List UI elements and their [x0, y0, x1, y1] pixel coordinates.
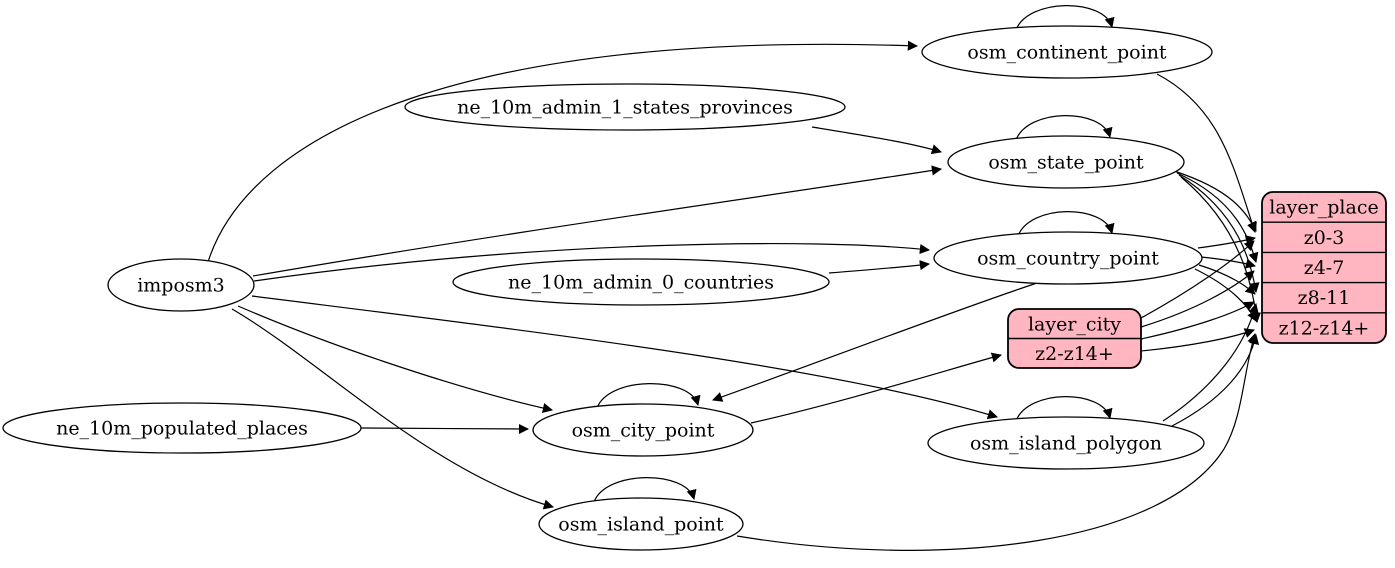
osm_island_point-label: osm_island_point	[558, 514, 724, 536]
nodes-layer: imposm3 ne_10m_admin_1_states_provincesne…	[2, 25, 1387, 551]
edge-imposm3-osm_state_point	[252, 165, 943, 277]
node-ne_10m_admin_0_countries: ne_10m_admin_0_countries	[452, 258, 830, 306]
edge-osm_country_point-layer_place:z8-11	[1198, 264, 1256, 295]
node-imposm3: imposm3	[107, 258, 255, 312]
ne_10m_admin_1_states_provinces-ellipse	[404, 83, 846, 131]
node-osm_state_point: osm_state_point	[947, 135, 1185, 189]
edge-osm_city_point-layer_city:z2-z14+	[750, 352, 1002, 424]
edges-layer	[207, 5, 1261, 551]
edge-osm_country_point-osm_city_point	[712, 282, 1038, 402]
edge-osm_continent_point-layer_place:z0-3	[1156, 73, 1257, 233]
layer_place-row-layer_place: layer_place	[1269, 197, 1378, 219]
ne_10m_admin_0_countries-label: ne_10m_admin_0_countries	[508, 272, 774, 294]
layer_city-row-z2-z14+: z2-z14+	[1035, 343, 1114, 365]
edge-imposm3-osm_city_point	[237, 305, 553, 414]
edge-imposm3-osm_island_polygon	[251, 295, 998, 420]
edge-osm_island_point-layer_place:z12-z14+	[736, 333, 1258, 551]
osm_country_point-ellipse	[933, 231, 1203, 285]
osm_state_point-label: osm_state_point	[988, 152, 1144, 174]
node-ne_10m_admin_1_states_provinces: ne_10m_admin_1_states_provinces	[404, 83, 846, 131]
edge-ne_10m_admin_0_countries-osm_country_point	[828, 260, 931, 274]
osm_island_polygon-label: osm_island_polygon	[970, 433, 1162, 455]
edge-osm_country_point-layer_place:z12-z14+	[1194, 268, 1257, 322]
edge-osm_island_polygon-layer_place:z8-11	[1162, 303, 1259, 422]
node-layer_city: layer_city z2-z14+	[1007, 308, 1142, 369]
edge-osm_state_point-layer_place:z0-3	[1173, 170, 1257, 232]
osm_country_point-label: osm_country_point	[977, 248, 1159, 270]
osm_island_point-ellipse	[538, 497, 744, 551]
edge-osm_country_point-osm_country_point-selfloop	[1017, 211, 1115, 237]
node-osm_island_polygon: osm_island_polygon	[927, 416, 1205, 470]
imposm3-ellipse	[107, 258, 255, 312]
layer_place-row-z12-z14+: z12-z14+	[1279, 317, 1370, 339]
node-ne_10m_populated_places: ne_10m_populated_places	[2, 402, 362, 454]
layer_place-row-z4-7: z4-7	[1304, 257, 1345, 279]
osm_island_polygon-ellipse	[927, 416, 1205, 470]
edge-osm_continent_point-osm_continent_point-selfloop	[1015, 5, 1115, 31]
node-osm_continent_point: osm_continent_point	[921, 25, 1213, 79]
node-osm_country_point: osm_country_point	[933, 231, 1203, 285]
edge-osm_island_polygon-osm_island_polygon-selfloop	[1015, 396, 1113, 422]
node-osm_island_point: osm_island_point	[538, 497, 744, 551]
ne_10m_populated_places-label: ne_10m_populated_places	[56, 418, 308, 440]
edge-layer_city-layer_place:z4-7	[1140, 270, 1255, 328]
osm_city_point-label: osm_city_point	[572, 420, 715, 442]
edge-osm_state_point-layer_place:z8-11	[1178, 174, 1260, 294]
layer_place-row-z0-3: z0-3	[1304, 227, 1345, 249]
node-osm_city_point: osm_city_point	[532, 403, 754, 457]
layer_place-row-z8-11: z8-11	[1298, 287, 1351, 309]
edge-layer_city-layer_place:z8-11	[1140, 301, 1255, 340]
edge-imposm3-osm_island_point	[231, 308, 554, 510]
layer_city-row-layer_city: layer_city	[1028, 313, 1121, 335]
osm_continent_point-label: osm_continent_point	[967, 42, 1167, 64]
node-layer_place: layer_place z0-3 z4-7 z8-11 z12-z14+	[1261, 191, 1387, 344]
edge-osm_city_point-osm_city_point-selfloop	[596, 383, 701, 409]
edge-ne_10m_admin_1_states_provinces-osm_state_point	[811, 126, 942, 155]
imposm3-label: imposm3	[137, 275, 225, 297]
edge-osm_state_point-osm_state_point-selfloop	[1015, 115, 1113, 141]
edge-ne_10m_populated_places-osm_city_point	[360, 423, 530, 435]
edge-osm_state_point-layer_place:z4-7	[1176, 172, 1259, 263]
edge-imposm3-osm_continent_point	[207, 40, 919, 263]
ne_10m_populated_places-ellipse	[2, 402, 362, 454]
edge-osm_island_point-osm_island_point-selfloop	[593, 477, 697, 503]
layer_place-box	[1261, 191, 1387, 344]
osm_state_point-ellipse	[947, 135, 1185, 189]
edge-osm_country_point-layer_place:z0-3	[1197, 235, 1256, 249]
ne_10m_admin_0_countries-ellipse	[452, 258, 830, 306]
osm_city_point-ellipse	[532, 403, 754, 457]
edge-osm_country_point-layer_place:z4-7	[1200, 256, 1256, 269]
edge-osm_island_polygon-layer_place:z12-z14+	[1171, 334, 1260, 427]
osm_continent_point-ellipse	[921, 25, 1213, 79]
edge-layer_city-layer_place:z0-3	[1140, 240, 1255, 319]
edge-imposm3-osm_country_point	[253, 242, 931, 282]
ne_10m_admin_1_states_provinces-label: ne_10m_admin_1_states_provinces	[457, 97, 793, 119]
